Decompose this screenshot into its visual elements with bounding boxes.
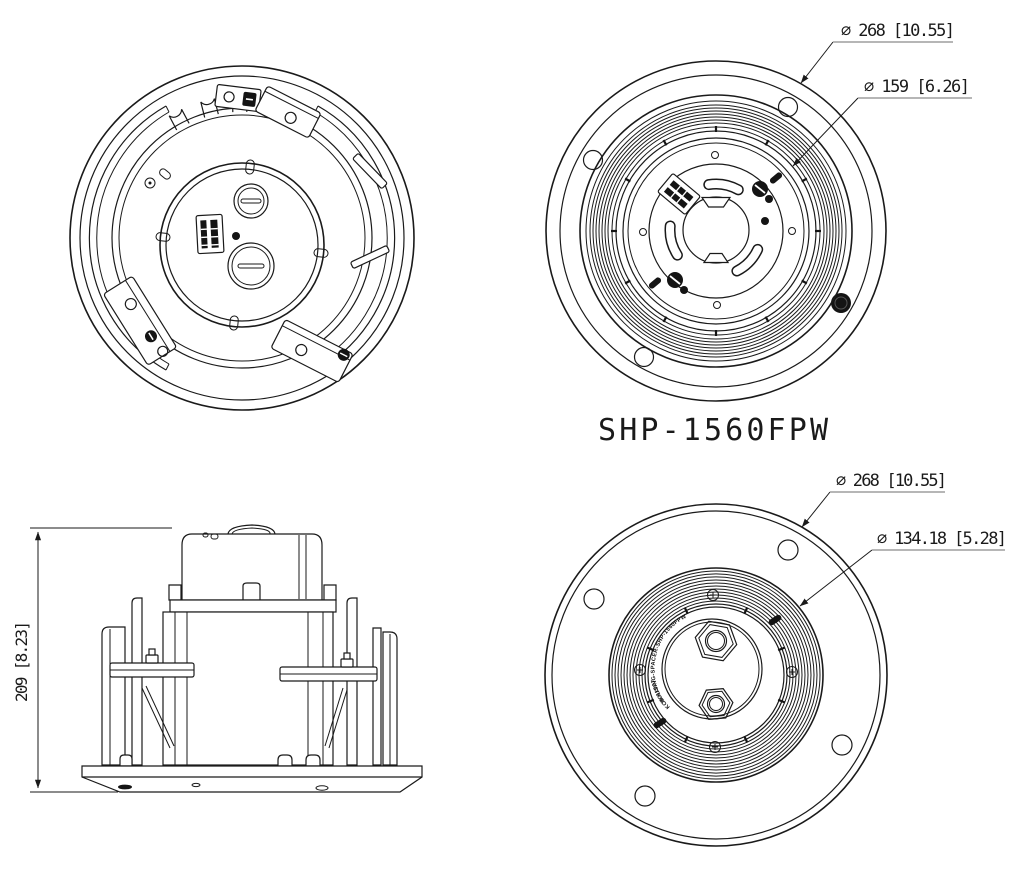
- clamp-arm-right-lower: [350, 245, 390, 269]
- flange-screw-holes: [582, 96, 851, 368]
- flange-outer-edge: [545, 60, 887, 402]
- clamp-bracket-bottom-right: [271, 319, 353, 383]
- flange-outer-edge: [544, 503, 888, 847]
- dim-back-ring: ∅ 159 [6.26]: [792, 77, 972, 167]
- gland-tab-bottom: [702, 252, 730, 264]
- view-rear-isometric: [69, 65, 415, 411]
- view-front-housing: HOUSING-SPACER-SHP-1560FPW KCB-91007A ∅ …: [0, 0, 1007, 847]
- plate-ticks: [646, 606, 786, 744]
- keyhole-slots: [664, 178, 764, 277]
- rolled-ring-band: [579, 94, 853, 368]
- dim-back-outer-text: ∅ 268 [10.55]: [841, 21, 955, 41]
- mount-tab-top: [214, 84, 262, 112]
- flange-screw-holes: [583, 539, 853, 807]
- dim-back-outer: ∅ 268 [10.55]: [800, 21, 955, 84]
- pilot-hole: [144, 177, 156, 189]
- pilot-holes: [639, 151, 796, 309]
- clamp-bracket-bottom-left: [103, 276, 177, 365]
- dim-height: 209 [8.23]: [12, 531, 42, 789]
- mounting-plate: [648, 163, 784, 299]
- grommet-dark: [831, 293, 851, 313]
- left-bracket: [101, 597, 195, 766]
- flange-baseplate: [81, 765, 423, 793]
- plate-label: [657, 173, 701, 215]
- cable-knockout-top: [233, 183, 269, 219]
- model-number-label: SHP-1560FPW: [598, 413, 829, 448]
- view-back-mounted: ∅ 268 [10.55] ∅ 159 [6.26]: [545, 21, 972, 402]
- rolled-ring-band: [608, 567, 824, 783]
- dim-front-ring-text: ∅ 134.18 [5.28]: [877, 529, 1007, 549]
- clamp-bracket-top-right: [255, 86, 321, 138]
- dim-front-ring: ∅ 134.18 [5.28]: [799, 529, 1007, 607]
- speaker-dome: [181, 524, 323, 602]
- plate-screws: [648, 172, 783, 294]
- hex-gland-top: [694, 620, 738, 662]
- dim-front-outer: ∅ 268 [10.55]: [801, 471, 947, 528]
- dim-front-outer-text: ∅ 268 [10.55]: [836, 471, 947, 491]
- cable-knockout-bottom: [227, 242, 275, 290]
- hex-gland-bottom: [698, 687, 734, 721]
- right-bracket: [279, 597, 398, 766]
- body-tier: [168, 582, 337, 613]
- ring-ticks: [611, 126, 821, 336]
- center-screw: [232, 232, 240, 240]
- clamp-arm-right-upper: [352, 153, 388, 189]
- main-can: [162, 611, 334, 766]
- dim-height-text: 209 [8.23]: [12, 621, 31, 702]
- outer-rim: [69, 65, 415, 411]
- mount-feet: [119, 754, 321, 767]
- back-can: [144, 159, 329, 331]
- gland-tab-top: [700, 196, 732, 208]
- product-label: [195, 213, 225, 255]
- dim-back-ring-text: ∅ 159 [6.26]: [864, 77, 970, 97]
- view-side-elevation: 209 [8.23]: [12, 524, 423, 793]
- plate-screws: [634, 589, 798, 753]
